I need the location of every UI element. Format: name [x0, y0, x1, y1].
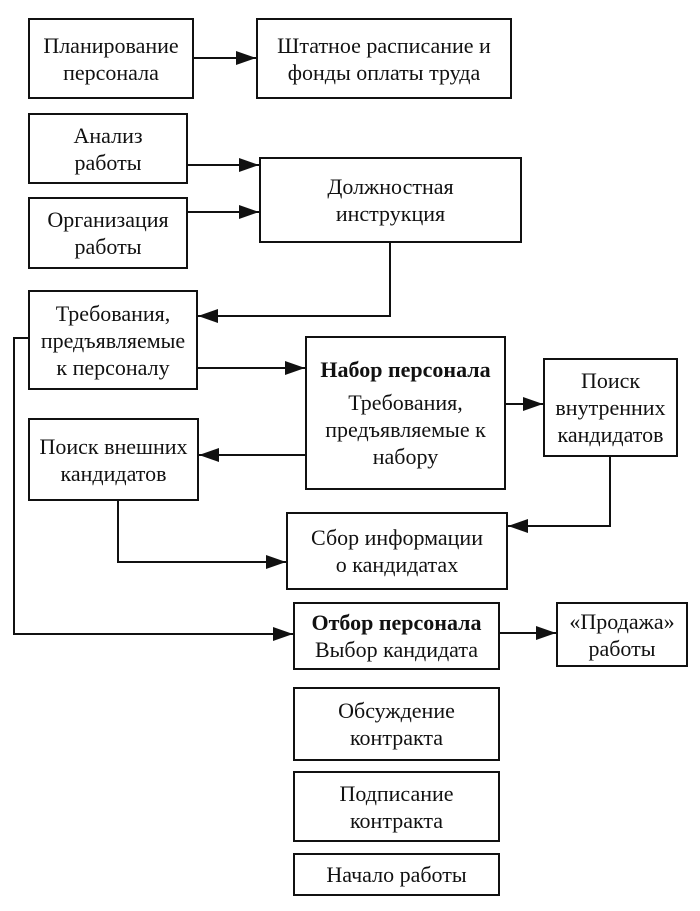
box-internal-search: Поиск внутренних кандидатов	[543, 358, 678, 457]
box-external-search: Поиск внешних кандидатов	[28, 418, 199, 501]
box-line: Должностная	[327, 174, 454, 199]
box-line: Выбор кандидата	[314, 637, 479, 662]
box-line: кандидатов	[557, 422, 664, 447]
box-job-description: Должностная инструкция	[259, 157, 522, 243]
arrow-requirements-to-selection	[13, 337, 293, 641]
box-title: Набор персонала	[320, 357, 491, 382]
box-title: Отбор персонала	[311, 610, 482, 635]
box-line: Поиск	[580, 368, 641, 393]
box-line: внутренних	[555, 395, 666, 420]
box-line: предъявляемые к	[325, 417, 486, 442]
box-line: Требования,	[348, 390, 463, 415]
box-line: Поиск внешних	[39, 433, 188, 459]
box-line: работы	[74, 234, 142, 259]
box-line: кандидатов	[60, 460, 167, 486]
box-line: работы	[588, 635, 656, 661]
box-line: Анализ	[73, 122, 143, 148]
arrow-job-description-to-requirements	[198, 243, 391, 323]
box-selection: Отбор персонала Выбор кандидата	[293, 602, 500, 670]
box-line: инструкция	[335, 201, 446, 226]
box-work-organization: Организация работы	[28, 197, 188, 269]
box-staffing: Штатное расписание и фонды оплаты труда	[256, 18, 512, 99]
box-line: Сбор информации	[311, 525, 483, 550]
box-job-analysis: Анализ работы	[28, 113, 188, 184]
box-line: Планирование	[43, 32, 179, 58]
box-line: Организация	[47, 207, 169, 232]
box-line: Обсуждение	[338, 698, 455, 723]
box-recruitment: Набор персонала Требования, предъявляемы…	[305, 336, 506, 490]
box-line: персонала	[63, 59, 159, 85]
box-line: фонды оплаты труда	[287, 59, 481, 85]
box-line: Требования,	[55, 300, 171, 326]
box-line: Начало работы	[326, 862, 467, 887]
box-contract-discussion: Обсуждение контракта	[293, 687, 500, 761]
box-line: контракта	[349, 807, 444, 833]
arrow-internal-search-to-info-collection	[508, 457, 611, 533]
box-planning: Планирование персонала	[28, 18, 194, 99]
box-line: о кандидатах	[335, 552, 459, 577]
box-line: предъявляемые	[40, 327, 186, 353]
box-line: Штатное расписание и	[277, 32, 491, 58]
box-line: «Продажа»	[569, 608, 675, 634]
box-contract-signing: Подписание контракта	[293, 771, 500, 842]
box-line: набору	[372, 444, 439, 469]
box-line: к персоналу	[56, 354, 170, 380]
box-requirements: Требования, предъявляемые к персоналу	[28, 290, 198, 390]
box-line: контракта	[349, 725, 444, 750]
box-line: Подписание	[339, 780, 454, 806]
arrow-external-search-to-info-collection	[117, 501, 286, 569]
box-start-work: Начало работы	[293, 853, 500, 896]
box-selling-job: «Продажа» работы	[556, 602, 688, 667]
box-info-collection: Сбор информации о кандидатах	[286, 512, 508, 590]
box-line: работы	[74, 149, 142, 175]
